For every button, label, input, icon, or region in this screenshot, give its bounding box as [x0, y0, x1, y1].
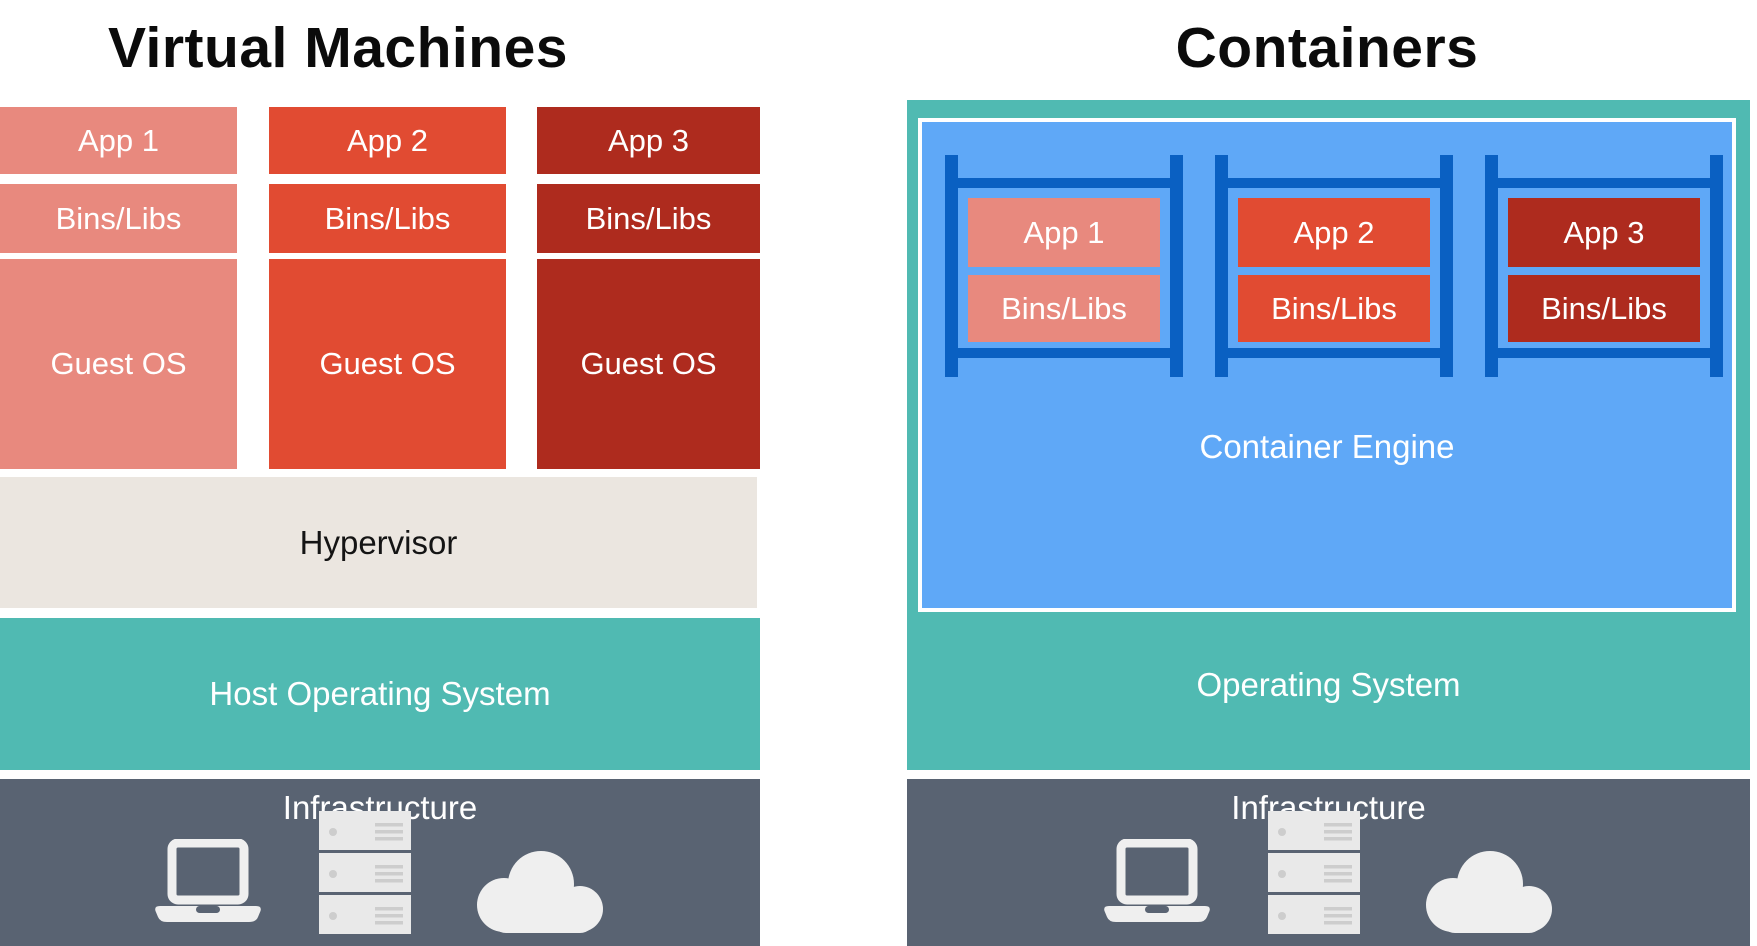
vm1-app-box: App 1	[0, 107, 237, 174]
container-rack-2: App 2 Bins/Libs	[1215, 155, 1453, 377]
cloud-icon	[1415, 847, 1557, 935]
vm3-app-box: App 3	[537, 107, 760, 174]
rack-left-post	[1485, 155, 1498, 377]
containers-title: Containers	[1175, 16, 1479, 80]
container-rack-1: App 1 Bins/Libs	[945, 155, 1183, 377]
rack-top-rail	[1485, 178, 1723, 188]
left-infrastructure-band: Infrastructure	[0, 779, 760, 946]
right-infrastructure-icons	[907, 811, 1750, 935]
host-os-band: Host Operating System	[0, 618, 760, 770]
vm2-app-box: App 2	[269, 107, 506, 174]
vm2-bins-libs-box: Bins/Libs	[269, 184, 506, 253]
container3-app-box: App 3	[1508, 198, 1700, 267]
laptop-icon	[1101, 839, 1213, 935]
rack-bottom-rail	[945, 348, 1183, 358]
server-icon	[1267, 811, 1360, 935]
container-rack-3: App 3 Bins/Libs	[1485, 155, 1723, 377]
vm2-guest-os-box: Guest OS	[269, 259, 506, 469]
server-icon	[319, 811, 411, 935]
left-infrastructure-icons	[0, 811, 760, 935]
laptop-icon	[152, 839, 264, 935]
rack-right-post	[1710, 155, 1723, 377]
rack-right-post	[1170, 155, 1183, 377]
rack-left-post	[1215, 155, 1228, 377]
container2-app-box: App 2	[1238, 198, 1430, 267]
container1-bins-libs-box: Bins/Libs	[968, 275, 1160, 342]
container1-app-box: App 1	[968, 198, 1160, 267]
virtual-machines-title: Virtual Machines	[108, 16, 568, 80]
container3-bins-libs-box: Bins/Libs	[1508, 275, 1700, 342]
rack-bottom-rail	[1215, 348, 1453, 358]
rack-top-rail	[1215, 178, 1453, 188]
vm1-bins-libs-box: Bins/Libs	[0, 184, 237, 253]
vm1-guest-os-box: Guest OS	[0, 259, 237, 469]
hypervisor-band: Hypervisor	[0, 477, 757, 608]
cloud-icon	[466, 847, 608, 935]
rack-top-rail	[945, 178, 1183, 188]
vm3-guest-os-box: Guest OS	[537, 259, 760, 469]
rack-bottom-rail	[1485, 348, 1723, 358]
operating-system-label: Operating System	[1196, 666, 1461, 703]
container2-bins-libs-box: Bins/Libs	[1238, 275, 1430, 342]
container-engine-label: Container Engine	[1199, 428, 1455, 465]
rack-right-post	[1440, 155, 1453, 377]
rack-left-post	[945, 155, 958, 377]
vm3-bins-libs-box: Bins/Libs	[537, 184, 760, 253]
right-infrastructure-band: Infrastructure	[907, 779, 1750, 946]
